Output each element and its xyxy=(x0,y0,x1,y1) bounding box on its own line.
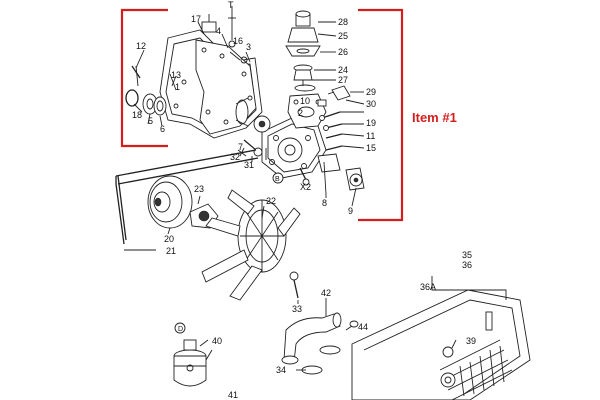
callout-5: 5 xyxy=(148,116,153,126)
callout-36: 36 xyxy=(462,260,472,270)
callout-30: 30 xyxy=(366,99,376,109)
radiator xyxy=(351,276,531,400)
drive-belt xyxy=(115,149,259,245)
callout-36a: 36A xyxy=(420,282,436,292)
callout-21: 21 xyxy=(166,246,176,256)
callout-18: 18 xyxy=(132,110,142,120)
fan-bolt xyxy=(289,271,299,299)
callout-22: 22 xyxy=(266,196,276,206)
callout-41: 41 xyxy=(228,390,238,400)
callout-10: 10 xyxy=(300,96,310,106)
crank-pulley xyxy=(147,175,193,229)
callout-20: 20 xyxy=(164,234,174,244)
callout-25: 25 xyxy=(338,31,348,41)
callout-23: 23 xyxy=(194,184,204,194)
radiator-hose xyxy=(281,312,342,365)
callout-x2: X2 xyxy=(300,182,311,192)
callout-7: 7 xyxy=(238,142,243,152)
callout-24: 24 xyxy=(338,65,348,75)
expansion-tank xyxy=(173,339,213,387)
bolts-right xyxy=(319,111,343,151)
bolts-left xyxy=(131,65,177,91)
callout-26: 26 xyxy=(338,47,348,57)
cooling-fan xyxy=(201,189,301,301)
callout-6: 6 xyxy=(160,124,165,134)
callout-11: 11 xyxy=(366,131,375,141)
callout-40: 40 xyxy=(212,336,222,346)
callout-32: 32 xyxy=(230,152,240,162)
pump-shaft-hub xyxy=(317,153,365,195)
callout-39: 39 xyxy=(466,336,476,346)
callout-29: 29 xyxy=(366,87,376,97)
callout-4: 4 xyxy=(216,26,221,36)
callout-33: 33 xyxy=(292,304,302,314)
callout-3: 3 xyxy=(246,42,251,52)
callout-35: 35 xyxy=(462,250,472,260)
callout-44: 44 xyxy=(358,322,368,332)
callout-9: 9 xyxy=(348,206,353,216)
callout-b: B xyxy=(275,176,280,183)
thermostat-housing xyxy=(285,10,327,129)
callout-16: 16 xyxy=(233,36,243,46)
callout-13: 13 xyxy=(171,70,181,80)
callout-28: 28 xyxy=(338,17,348,27)
callout-15: 15 xyxy=(366,143,376,153)
callout-19: 19 xyxy=(366,118,376,128)
callout-labels: 17 4 16 3 T 12 13 1 18 5 6 28 25 26 24 2… xyxy=(132,0,476,400)
callout-2: 2 xyxy=(298,108,303,118)
hose-clamps xyxy=(301,320,359,375)
item-label: Item #1 xyxy=(412,110,457,125)
temperature-sensor xyxy=(317,85,351,107)
ref-marker-b xyxy=(272,172,284,184)
ref-marker-d xyxy=(174,322,186,334)
leader-lines xyxy=(124,6,457,371)
callout-d: D xyxy=(178,326,183,333)
callout-42: 42 xyxy=(321,288,331,298)
callout-34: 34 xyxy=(276,365,286,375)
callout-17: 17 xyxy=(191,14,201,24)
water-pump xyxy=(235,97,327,179)
callout-31: 31 xyxy=(244,160,254,170)
drain-bolt xyxy=(299,167,310,186)
callout-t: T xyxy=(228,0,234,10)
callout-12: 12 xyxy=(136,41,146,51)
callout-8: 8 xyxy=(322,198,327,208)
callout-1: 1 xyxy=(175,82,180,92)
item-bracket xyxy=(120,8,404,222)
callout-27: 27 xyxy=(338,75,348,85)
